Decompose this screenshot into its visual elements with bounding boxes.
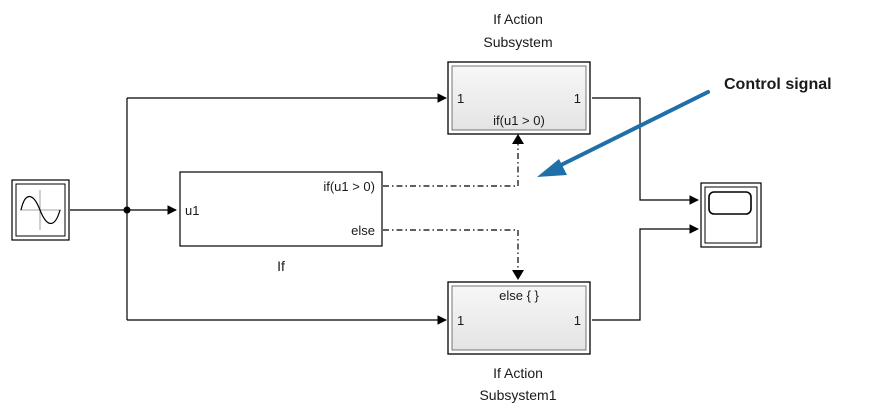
- sine-wave-icon: [20, 190, 61, 230]
- annotation-arrowhead: [537, 159, 567, 177]
- if-input-port-label: u1: [185, 203, 199, 218]
- action-top-in-port: 1: [457, 91, 464, 106]
- action-bottom-in-port: 1: [457, 313, 464, 328]
- branch-point: [123, 206, 131, 214]
- control-signal-annotation: Control signal: [537, 76, 832, 177]
- signal-wires: [70, 93, 699, 325]
- action-top-out-port: 1: [574, 91, 581, 106]
- wire-action-bottom-to-scope[interactable]: [592, 224, 699, 321]
- action-top-name-line1: If Action: [493, 11, 543, 27]
- wire-action-top-to-scope[interactable]: [592, 97, 699, 205]
- control-wire-if[interactable]: [383, 136, 519, 187]
- if-action-subsystem-block[interactable]: 1 1 if(u1 > 0): [447, 61, 591, 135]
- control-arrowhead-top: [512, 134, 524, 144]
- action-bottom-name-line2: Subsystem1: [479, 387, 556, 403]
- sine-wave-block[interactable]: [11, 179, 70, 241]
- if-output-if-label: if(u1 > 0): [323, 179, 375, 194]
- scope-block[interactable]: [700, 182, 762, 248]
- control-wires: [383, 134, 524, 280]
- control-arrowhead-bottom: [512, 270, 524, 280]
- annotation-arrow-shaft: [553, 90, 710, 170]
- if-block-name: If: [277, 258, 285, 274]
- action-bottom-out-port: 1: [574, 313, 581, 328]
- action-top-name-line2: Subsystem: [483, 34, 552, 50]
- if-block[interactable]: u1 if(u1 > 0) else: [179, 171, 383, 247]
- control-wire-else[interactable]: [383, 229, 519, 275]
- scope-screen-icon: [708, 191, 752, 215]
- action-bottom-condition: else { }: [499, 288, 539, 303]
- action-bottom-name-line1: If Action: [493, 365, 543, 381]
- if-output-else-label: else: [351, 223, 375, 238]
- if-action-subsystem1-block[interactable]: else { } 1 1: [447, 281, 591, 355]
- control-signal-label: Control signal: [724, 76, 832, 93]
- action-top-condition: if(u1 > 0): [493, 113, 545, 128]
